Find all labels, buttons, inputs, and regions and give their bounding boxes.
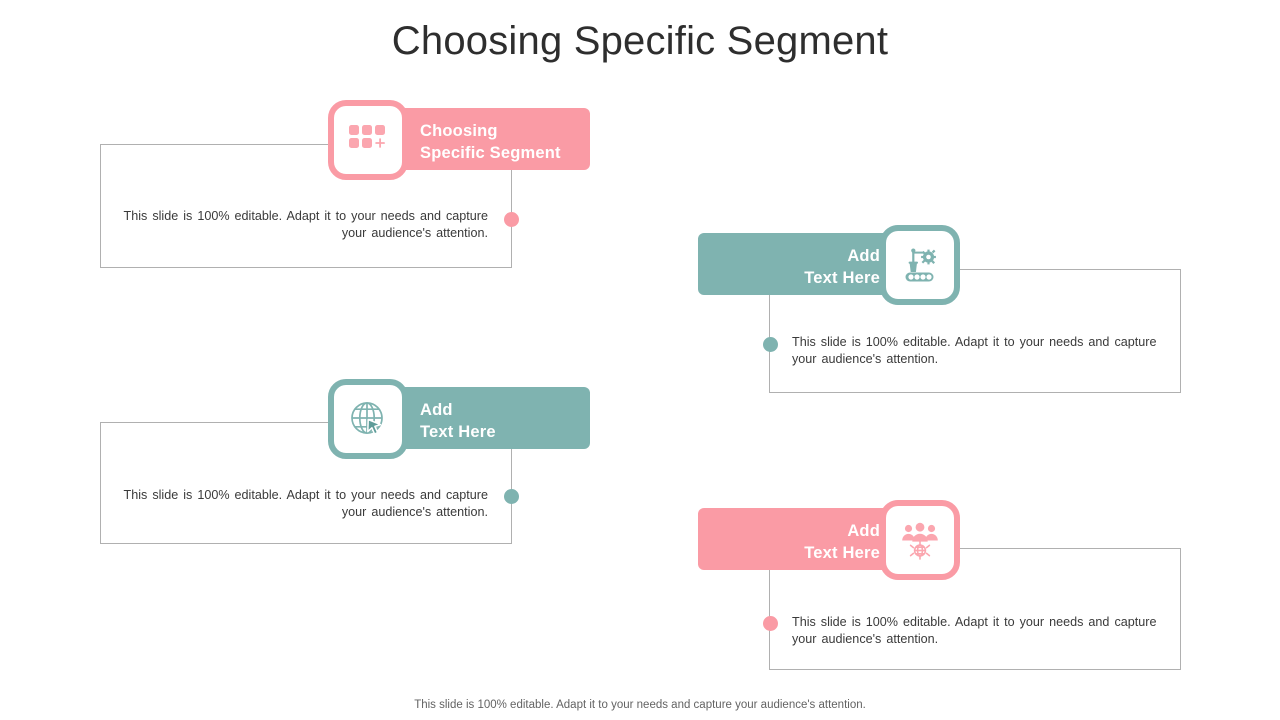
industrial-robot-icon [899,244,941,286]
badge-bottom-right[interactable]: Add Text Here [698,500,962,580]
badge-pill-top-left [378,108,590,170]
badge-top-left[interactable]: Choosing Specific Segment [328,100,590,180]
panel-body-text-bottom-right: This slide is 100% editable. Adapt it to… [792,615,1157,646]
badge-pill-bottom-left [378,387,590,449]
icon-tile-bottom-right [880,500,960,580]
badge-label-bottom-right: Add Text Here [804,522,880,562]
bullet-dot-top-left [504,212,519,227]
bullet-dot-top-right [763,337,778,352]
grid-plus-icon [348,124,388,156]
badge-pill-top-right [698,233,910,295]
panel-body-text-bottom-left: This slide is 100% editable. Adapt it to… [123,488,488,519]
badge-bottom-left[interactable]: Add Text Here [328,379,590,459]
badge-label-bottom-left: Add Text Here [420,401,496,441]
badge-label-top-right: Add Text Here [804,247,880,287]
globe-cursor-icon [348,399,388,439]
content-box-bottom-right [769,548,1181,670]
bullet-dot-bottom-right [763,616,778,631]
footer-note: This slide is 100% editable. Adapt it to… [414,699,866,711]
badge-top-right[interactable]: Add Text Here [698,225,962,305]
badge-pill-bottom-right [698,508,910,570]
panel-body-text-top-right: This slide is 100% editable. Adapt it to… [792,335,1157,366]
panel-body-text-top-left: This slide is 100% editable. Adapt it to… [123,209,488,240]
bullet-dot-bottom-left [504,489,519,504]
badge-label-top-left: Choosing Specific Segment [420,122,561,162]
page-title: Choosing Specific Segment [391,19,889,63]
icon-tile-bottom-left [328,379,408,459]
people-network-icon [899,520,941,560]
icon-tile-top-left [328,100,408,180]
icon-tile-top-right [880,225,960,305]
